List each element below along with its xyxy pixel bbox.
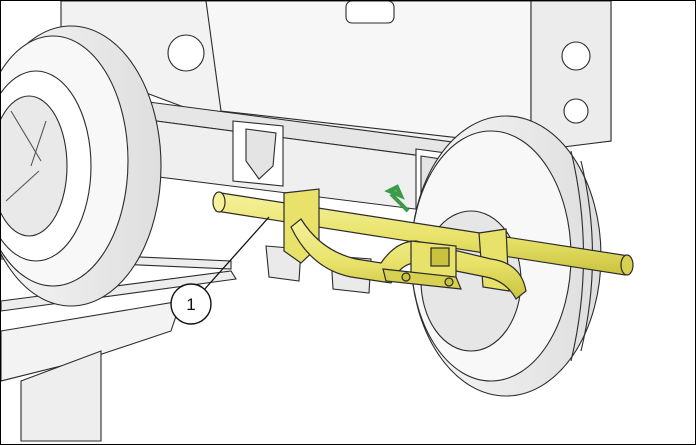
tow-bar-assembly bbox=[212, 188, 634, 300]
green-arrow-icon bbox=[384, 184, 410, 213]
left-tire bbox=[1, 25, 162, 307]
callout-leader-line bbox=[202, 216, 270, 292]
callout-circle bbox=[170, 283, 212, 325]
callout-1: 1 bbox=[170, 216, 270, 325]
callout-label: 1 bbox=[186, 295, 195, 314]
